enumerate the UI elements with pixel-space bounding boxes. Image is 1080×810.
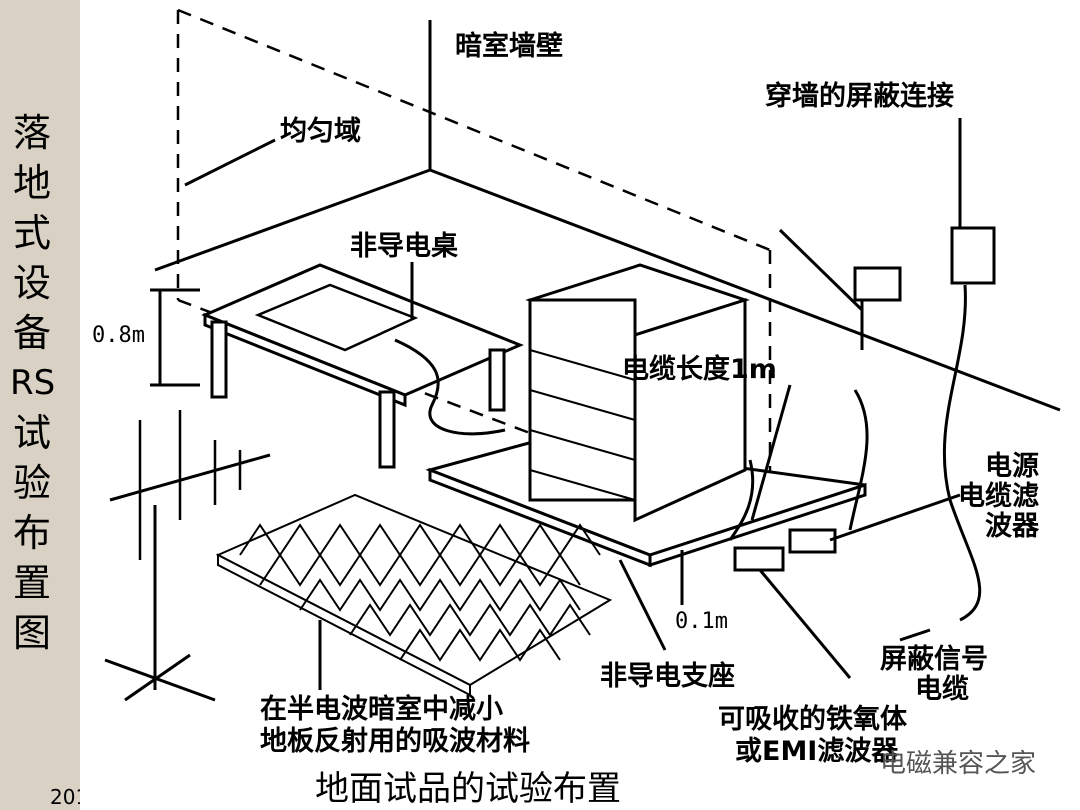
label-absorber-2: 地板反射用的吸波材料 — [260, 725, 530, 757]
power-cable — [848, 389, 869, 531]
label-power-filter-1: 电源 — [985, 451, 1039, 482]
title-char: 置 — [12, 561, 51, 605]
label-ferrite-2: 或EMI滤波器 — [735, 736, 899, 767]
label-ferrite-1: 可吸收的铁氧体 — [718, 703, 908, 735]
power-filter-box — [788, 528, 837, 554]
leader-uniform — [184, 138, 276, 187]
title-char: 地 — [12, 161, 51, 205]
title-char: 图 — [12, 611, 51, 655]
label-wall: 暗室墙壁 — [455, 30, 563, 62]
label-height-08: 0.8m — [92, 323, 145, 348]
label-power-filter-3: 波器 — [985, 511, 1040, 542]
sidebar-panel: 落 地 式 设 备 RS 试 验 布 置 图 201 — [0, 0, 88, 810]
wall-feedthrough-connector — [853, 266, 902, 302]
vertical-title: 落 地 式 设 备 RS 试 验 布 置 图 — [10, 108, 56, 658]
title-char: 布 — [12, 511, 51, 555]
title-char: 试 — [12, 411, 51, 455]
cable-from-table — [394, 338, 506, 436]
label-height-01: 0.1m — [675, 609, 728, 634]
label-cable-length: 电缆长度1m — [622, 353, 777, 385]
title-char: 验 — [12, 461, 51, 505]
wall-floor-line-left — [154, 168, 431, 272]
title-char: 设 — [12, 261, 51, 305]
diagram-stage: 暗室墙壁 均匀域 穿墙的屏蔽连接 非导电桌 0.8m 电缆长度1m 电源 电缆滤… — [80, 0, 1080, 810]
title-char: 落 — [12, 111, 51, 155]
watermark: 电磁兼容之家 — [880, 749, 1036, 779]
cable-1m — [728, 459, 755, 541]
label-power-filter-2: 电缆滤 — [958, 481, 1039, 512]
title-char: 式 — [12, 211, 51, 255]
ferrite-box — [733, 546, 785, 572]
log-periodic-antenna — [104, 410, 271, 702]
label-uniform-field: 均匀域 — [280, 116, 361, 147]
label-absorber-1: 在半电波暗室中减小 — [260, 693, 503, 725]
label-wall-feedthrough: 穿墙的屏蔽连接 — [765, 80, 954, 112]
title-char: 备 — [12, 311, 51, 355]
equipment-on-table — [254, 283, 419, 352]
wall-box — [950, 226, 996, 285]
shielded-signal-cable — [942, 284, 982, 622]
floor-absorber — [215, 493, 613, 697]
diagram-caption: 地面试品的试验布置 — [315, 769, 621, 809]
test-setup-diagram: 暗室墙壁 均匀域 穿墙的屏蔽连接 非导电桌 0.8m 电缆长度1m 电源 电缆滤… — [92, 8, 1061, 809]
label-shielded-cable-1: 屏蔽信号 — [880, 644, 988, 675]
label-shielded-cable-2: 电缆 — [915, 674, 969, 705]
label-table: 非导电桌 — [350, 231, 458, 262]
title-char: RS — [10, 363, 56, 403]
floor-standing-eut — [525, 263, 750, 523]
label-support: 非导电支座 — [600, 660, 735, 692]
nonconductive-table — [201, 263, 524, 469]
